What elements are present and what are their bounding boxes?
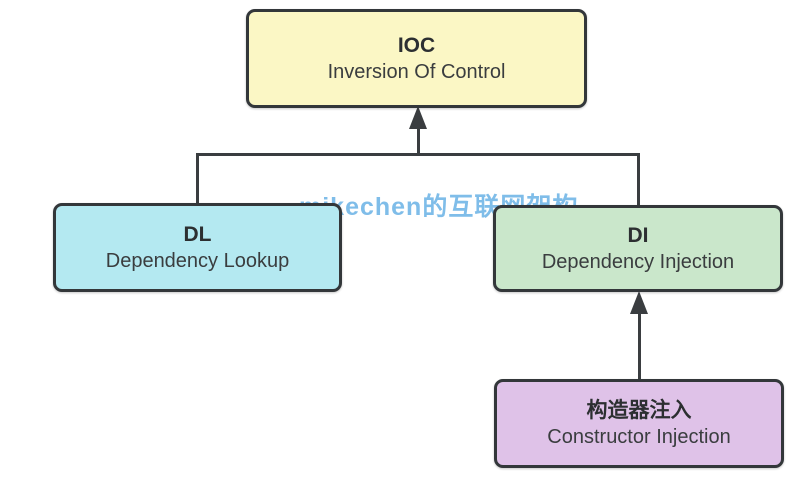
arrow-up-icon bbox=[409, 106, 427, 129]
node-title: 构造器注入 bbox=[586, 399, 692, 422]
connector-ci-arrow-stem bbox=[638, 312, 641, 382]
node-title: IOC bbox=[397, 34, 436, 57]
connector-di-vertical bbox=[637, 153, 640, 206]
node-subtitle: Dependency Lookup bbox=[105, 250, 290, 272]
node-title: DI bbox=[627, 224, 649, 247]
node-di: DI Dependency Injection bbox=[493, 205, 783, 292]
node-title: DL bbox=[183, 223, 212, 246]
arrow-up-icon bbox=[630, 291, 648, 314]
node-subtitle: Inversion Of Control bbox=[327, 61, 506, 83]
connector-dl-vertical bbox=[196, 153, 199, 204]
node-ioc: IOC Inversion Of Control bbox=[246, 9, 587, 108]
node-subtitle: Constructor Injection bbox=[547, 426, 731, 448]
connector-ioc-arrow-stem bbox=[417, 127, 420, 156]
node-subtitle: Dependency Injection bbox=[541, 251, 735, 273]
node-dl: DL Dependency Lookup bbox=[53, 203, 342, 292]
node-constructor-injection: 构造器注入 Constructor Injection bbox=[494, 379, 784, 468]
